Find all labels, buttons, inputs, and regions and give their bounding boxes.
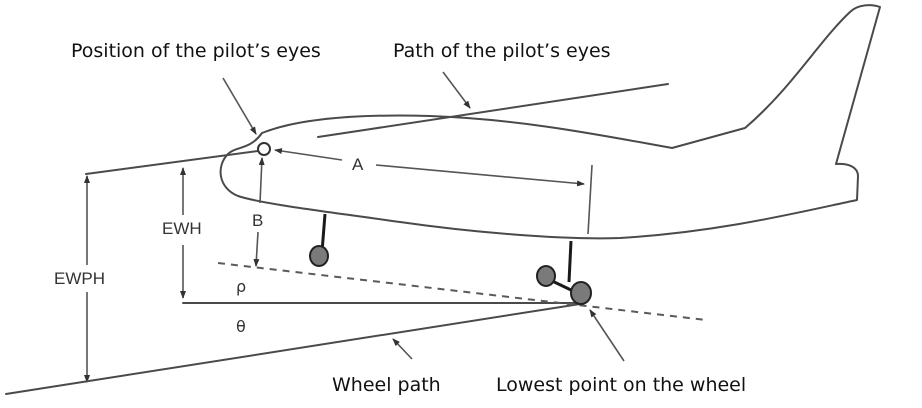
nose-wheel: [309, 245, 329, 267]
ewh-label: EWH: [162, 219, 202, 238]
dimension-a-line-left: [274, 148, 343, 161]
main-gear-strut: [567, 240, 573, 283]
eye-level-line: [85, 150, 259, 175]
eye-position-pointer: [222, 77, 257, 135]
main-wheel-rear: [536, 265, 556, 287]
wheel-path-line: [5, 303, 581, 395]
dimension-b-label: B: [252, 211, 263, 230]
dimension-a-line-right: [375, 164, 585, 187]
angle-rho-label: ρ: [236, 277, 246, 296]
wheel-path-callout: Wheel path: [332, 374, 441, 396]
angle-theta-label: θ: [236, 317, 246, 336]
fuselage-outline: [219, 4, 881, 240]
sight-line: [217, 262, 707, 321]
lowest-point-pointer: [589, 309, 625, 362]
eye-path-pointer: [442, 71, 471, 109]
eye-path-line: [317, 83, 669, 138]
main-wheel-front: [570, 281, 592, 305]
eye-path-callout: Path of the pilot’s eyes: [393, 40, 611, 62]
dimension-a-label: A: [352, 155, 364, 174]
ewph-label: EWPH: [54, 269, 105, 288]
dimension-b-line-down: [253, 231, 260, 267]
eye-position-callout: Position of the pilot’s eyes: [71, 40, 321, 62]
dimension-b-line-up: [258, 157, 265, 204]
lowest-point-callout: Lowest point on the wheel: [496, 374, 746, 396]
wheel-path-pointer: [392, 338, 413, 360]
dimension-a-tick: [587, 164, 593, 235]
eye-marker: [257, 142, 271, 156]
